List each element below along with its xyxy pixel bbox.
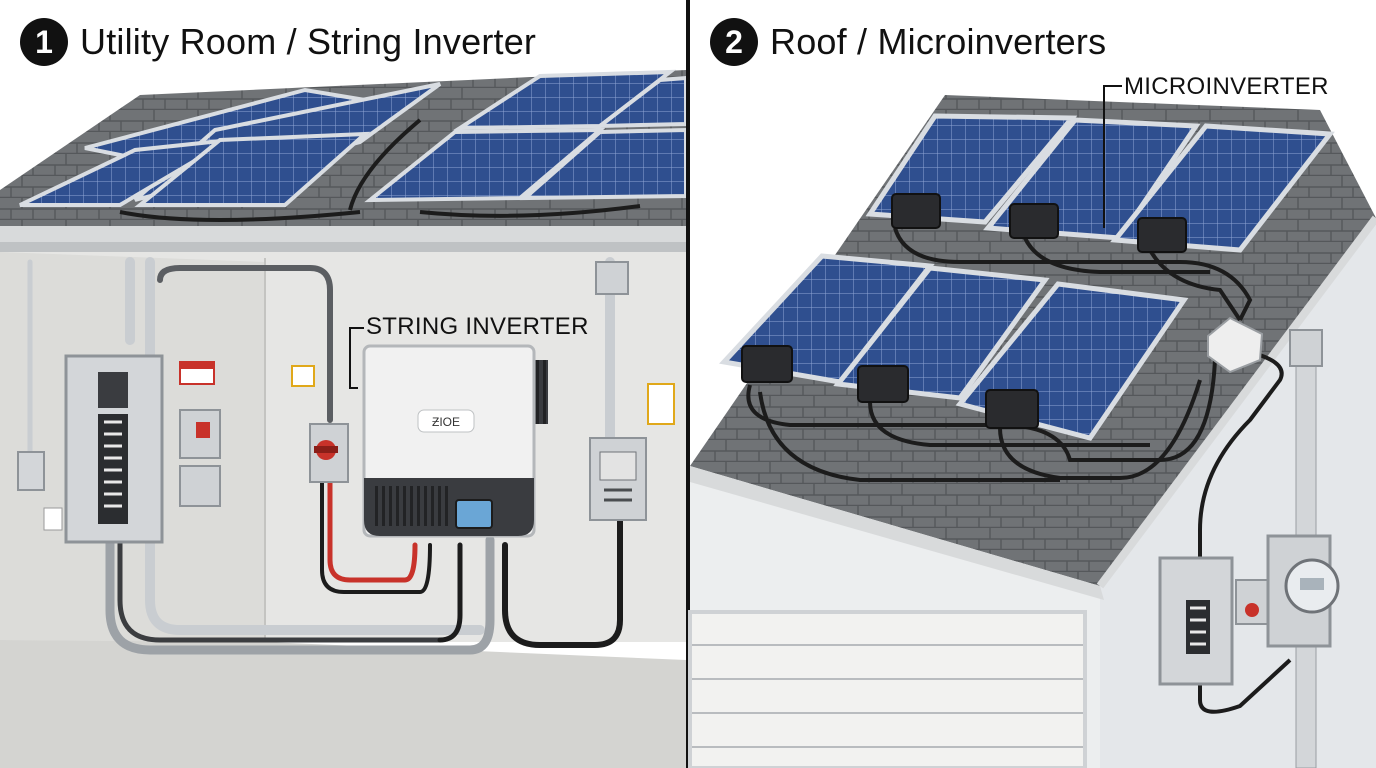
inverter-brand: ƵIOE [432,415,460,429]
trunk-cables-2 [746,227,1292,714]
microinverter [891,193,941,229]
string-inverter-callout-line [349,327,364,389]
microinverter-callout-line [1103,85,1122,228]
gutter-2 [690,466,1104,600]
info-label [43,507,63,531]
panel-2-title: Roof / Microinverters [770,21,1107,62]
solar-module [134,131,371,207]
conduits-1 [27,257,623,655]
production-meter-1 [589,437,647,521]
string-inverter-label: STRING INVERTER [366,313,589,340]
microinverter [1009,203,1059,239]
junction-box [17,451,45,491]
breaker-panel-1 [64,354,164,544]
floor-1 [0,640,686,768]
microinverter [741,345,793,383]
panel-2-heading: 2 Roof / Microinverters [710,18,1106,66]
warning-label [647,383,675,425]
ac-disconnect-2 [1235,579,1269,625]
microinverter [857,365,909,403]
microinverter [985,389,1039,429]
garage-door [688,610,1087,768]
solar-module [453,69,677,131]
sub-panel-2 [1158,556,1234,686]
panel-1-heading: 1 Utility Room / String Inverter [20,18,536,66]
roof-junction-box [1207,316,1264,374]
ac-disconnect-1 [179,409,221,507]
panel-divider [686,0,690,768]
string-inverter: ƵIOE [362,344,548,538]
panel-1-scene: ƵIOE [0,0,688,768]
microinverter-label: MICROINVERTER [1124,73,1329,100]
panel-2-number-badge: 2 [710,18,758,66]
dc-disconnect-1 [309,423,349,483]
warning-label [291,365,315,387]
inverter-display [455,499,493,529]
panel-1-title: Utility Room / String Inverter [80,21,537,62]
solar-array-1 [19,69,688,222]
microinverter [1137,217,1187,253]
panel-2-scene [688,0,1376,768]
utility-meter-2 [1266,534,1340,648]
gutter-1 [0,226,686,242]
panel-1-number-badge: 1 [20,18,68,66]
microinverters [741,193,1187,429]
